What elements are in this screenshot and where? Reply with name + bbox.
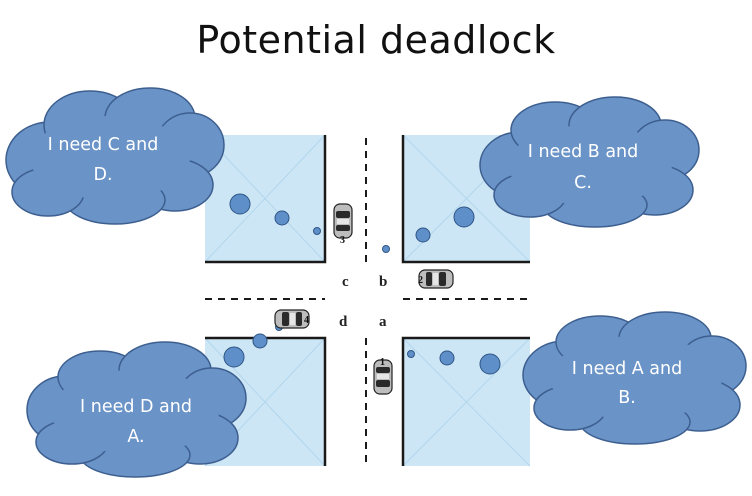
thought-cloud-bottom-left (26, 341, 247, 478)
quadrant-label-a: a (379, 314, 387, 330)
car-1: 1 (373, 357, 393, 395)
block-bottom-right (401, 336, 531, 467)
cloud-top-left-line1: I need C and (48, 135, 159, 155)
car-4-number: 4 (304, 315, 309, 326)
cloud-bottom-left-line1: I need D and (80, 397, 192, 417)
cloud-bottom-right-line1: I need A and (572, 359, 682, 379)
cloud-bottom-right-line2: B. (618, 388, 636, 408)
cloud-top-right-line1: I need B and (528, 142, 639, 162)
thought-cloud-top-left (5, 87, 225, 225)
car-2: 2 (418, 269, 454, 289)
quadrant-label-c: c (342, 274, 349, 290)
quadrant-label-d: d (339, 314, 348, 330)
car-1-number: 1 (380, 357, 385, 368)
thought-cloud-top-right (479, 96, 700, 228)
block-top-left (204, 134, 327, 264)
car-2-number: 2 (418, 275, 423, 286)
cloud-bottom-left-line2: A. (127, 427, 144, 447)
quadrant-label-b: b (379, 274, 387, 290)
cloud-top-right-line2: C. (574, 173, 592, 193)
slide-title: Potential deadlock (196, 18, 556, 62)
motion-dots (223, 193, 501, 375)
car-3: 3 (333, 203, 353, 246)
thought-cloud-bottom-right (522, 311, 747, 445)
car-3-number: 3 (340, 235, 345, 246)
cloud-top-left-line2: D. (93, 165, 112, 185)
car-4: 4 (274, 309, 310, 329)
